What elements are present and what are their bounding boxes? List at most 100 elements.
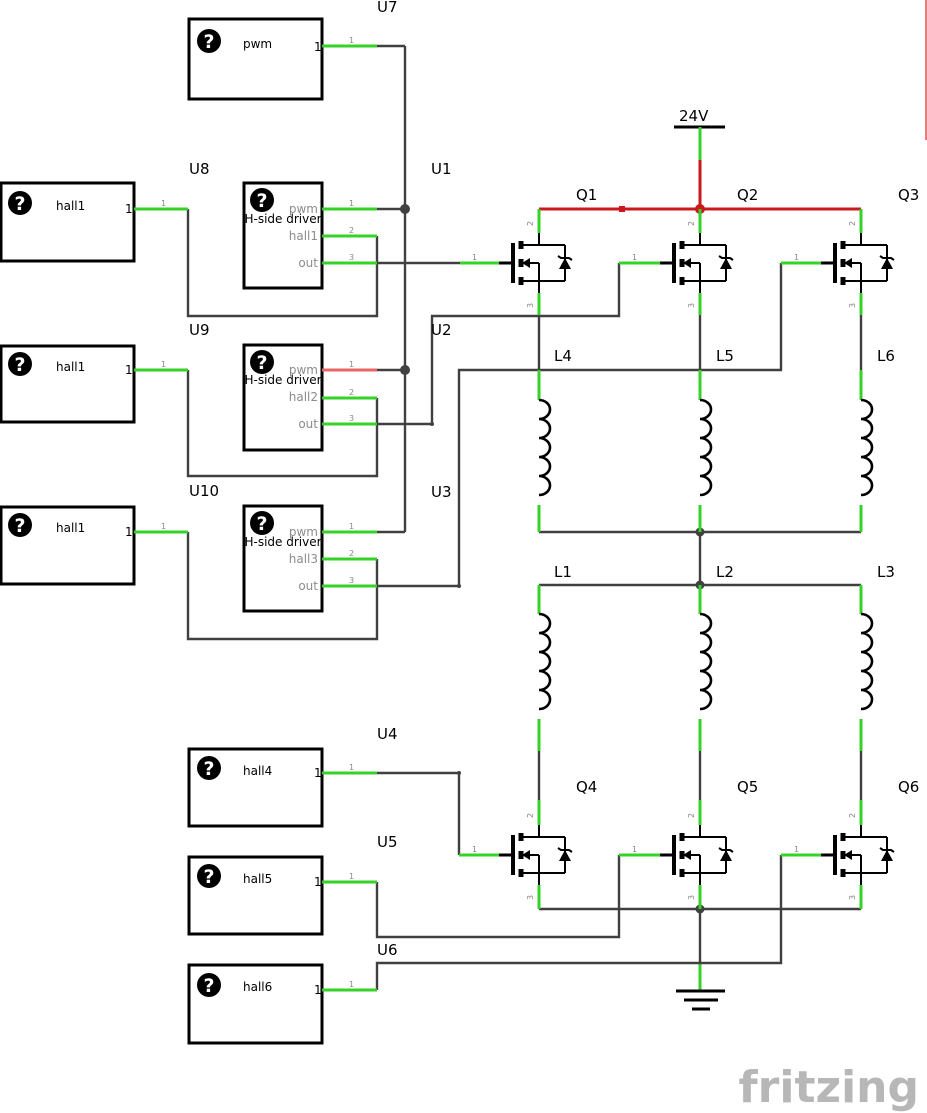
brand-watermark: fritzing <box>739 1062 919 1113</box>
ref-l3: L3 <box>877 563 895 581</box>
unknown-part-icon <box>8 191 32 215</box>
pin-label-pwm: pwm <box>289 525 318 539</box>
pin-number-small: 1 <box>349 872 354 881</box>
unknown-part-icon <box>8 513 32 537</box>
unknown-part-icon <box>197 973 221 997</box>
part-label: H-side driver <box>244 535 321 549</box>
pin-label-hall: hall3 <box>289 552 318 566</box>
ref-u6: U6 <box>377 941 398 959</box>
ref-l4: L4 <box>554 347 572 365</box>
pin-number-small: 1 <box>349 522 354 531</box>
ref-u1: U1 <box>431 160 452 178</box>
unknown-part-icon <box>197 29 221 53</box>
ref-q4: Q4 <box>576 778 597 796</box>
ref-u8: U8 <box>189 160 210 178</box>
ref-u7: U7 <box>377 0 398 16</box>
mosfet-q3[interactable]: 1 2 3 <box>781 209 894 315</box>
pin-number-small: 3 <box>526 303 535 308</box>
pin-label-out: out <box>298 417 318 431</box>
unknown-part-icon <box>8 352 32 376</box>
ref-u5: U5 <box>377 833 398 851</box>
pin-number-small: 3 <box>687 303 696 308</box>
part-label: hall4 <box>243 764 272 778</box>
pin-number: 1 <box>314 875 322 889</box>
part-u3[interactable]: pwm H-side driver hall3 out 1 2 3 <box>242 504 377 613</box>
part-label: hall1 <box>56 360 85 374</box>
mosfet-q6[interactable]: 1 2 3 <box>781 800 894 909</box>
ref-q3: Q3 <box>898 186 919 204</box>
mosfet-q2[interactable]: 1 2 3 <box>619 209 733 315</box>
ref-q2: Q2 <box>737 186 758 204</box>
pin-number-small: 2 <box>349 549 354 558</box>
unknown-part-icon <box>197 756 221 780</box>
pin-number: 1 <box>125 363 133 377</box>
pin-number: 1 <box>125 525 133 539</box>
pin-number-small: 1 <box>632 253 637 262</box>
pin-label-out: out <box>298 256 318 270</box>
part-u10[interactable]: hall1 1 1 <box>0 505 188 586</box>
inductor-l6[interactable] <box>859 370 874 532</box>
ref-u4: U4 <box>377 725 398 743</box>
part-label: H-side driver <box>244 373 321 387</box>
pin-number-small: 1 <box>472 253 477 262</box>
pin-number-small: 1 <box>472 845 477 854</box>
part-label: hall1 <box>56 199 85 213</box>
pin-number-small: 1 <box>349 36 354 45</box>
pin-number-small: 1 <box>161 199 166 208</box>
pin-number-small: 2 <box>687 221 696 226</box>
pin-number-small: 3 <box>848 303 857 308</box>
ref-l5: L5 <box>716 347 734 365</box>
pin-number-small: 2 <box>687 813 696 818</box>
inductor-l3[interactable] <box>859 585 874 751</box>
inductor-l4[interactable] <box>537 370 552 532</box>
part-u5[interactable]: hall5 1 1 <box>187 855 377 936</box>
pin-number-small: 1 <box>794 253 799 262</box>
part-u1[interactable]: pwm H-side driver hall1 out 1 2 3 <box>242 181 377 290</box>
part-label: hall5 <box>243 872 272 886</box>
pin-number-small: 3 <box>349 576 354 585</box>
ref-q6: Q6 <box>898 778 919 796</box>
pin-number-small: 3 <box>687 895 696 900</box>
pin-number-small: 3 <box>526 895 535 900</box>
ground-symbol <box>676 962 725 1011</box>
pin-label-hall: hall1 <box>289 229 318 243</box>
part-u6[interactable]: hall6 1 1 <box>187 963 377 1045</box>
ref-l2: L2 <box>716 563 734 581</box>
pin-label-hall: hall2 <box>289 390 318 404</box>
part-label: H-side driver <box>244 212 321 226</box>
ref-u10: U10 <box>189 482 219 500</box>
pin-number-small: 2 <box>848 221 857 226</box>
pin-number: 1 <box>314 40 322 54</box>
mosfet-q5[interactable]: 1 2 3 <box>619 800 733 909</box>
inductor-l1[interactable] <box>537 585 552 751</box>
inductor-l5[interactable] <box>698 370 713 532</box>
unknown-part-icon <box>250 188 274 212</box>
pin-label-pwm: pwm <box>289 363 318 377</box>
pin-number-small: 2 <box>349 388 354 397</box>
pin-number: 1 <box>125 202 133 216</box>
control-wires <box>186 44 783 990</box>
pin-number: 1 <box>314 983 322 997</box>
pin-number-small: 1 <box>349 980 354 989</box>
part-u9[interactable]: hall1 1 1 <box>0 344 188 424</box>
ref-q1: Q1 <box>576 186 597 204</box>
part-u8[interactable]: hall1 1 1 <box>0 181 188 263</box>
unknown-part-icon <box>197 864 221 888</box>
pin-number-small: 1 <box>794 845 799 854</box>
mosfet-q4[interactable]: 1 2 3 <box>459 800 572 909</box>
pin-number-small: 1 <box>349 199 354 208</box>
part-u7[interactable]: pwm 1 1 <box>187 17 377 101</box>
part-label: hall6 <box>243 980 272 994</box>
pin-number-small: 2 <box>526 813 535 818</box>
ref-u3: U3 <box>431 483 452 501</box>
pin-number-small: 2 <box>349 226 354 235</box>
pin-number-small: 3 <box>848 895 857 900</box>
inductor-l2[interactable] <box>698 585 713 751</box>
pin-number-small: 1 <box>632 845 637 854</box>
part-u4[interactable]: hall4 1 1 <box>187 747 377 828</box>
part-u2[interactable]: pwm H-side driver hall2 out 1 2 3 <box>242 343 377 452</box>
mosfet-q1[interactable]: 1 2 3 <box>460 209 572 315</box>
ref-l1: L1 <box>554 563 572 581</box>
pin-number-small: 3 <box>349 414 354 423</box>
